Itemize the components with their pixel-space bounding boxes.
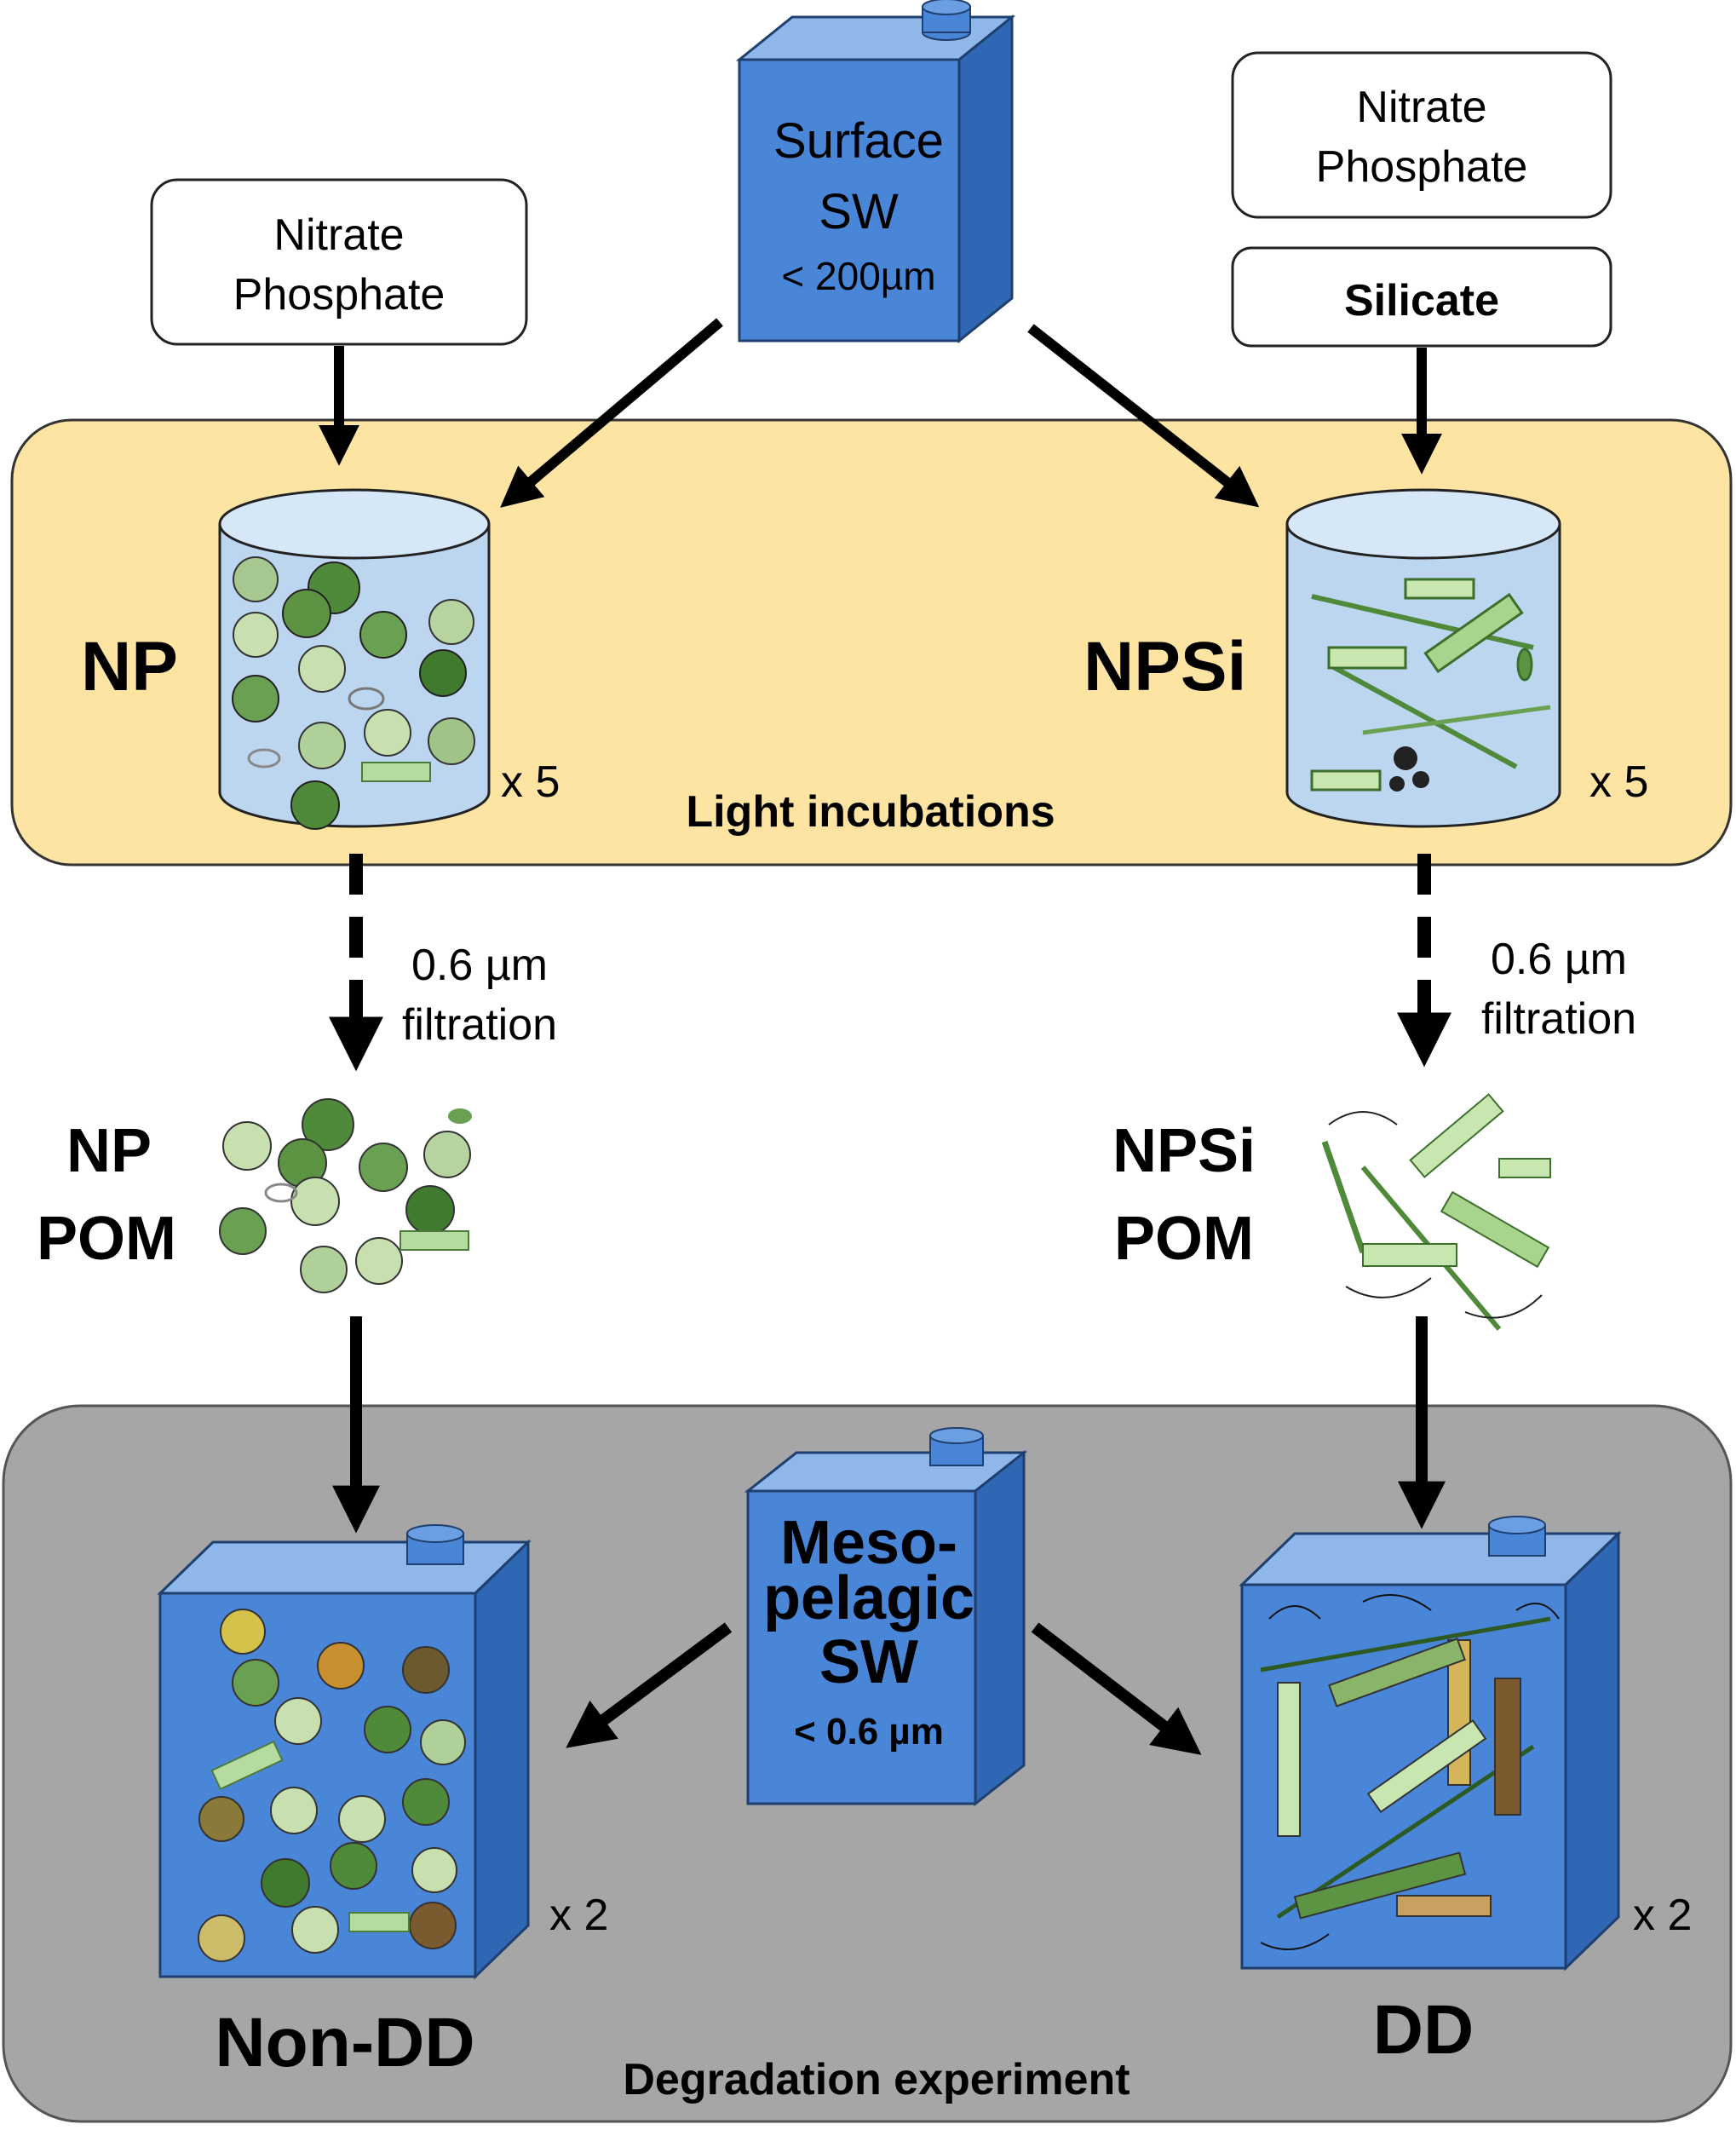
mesopelagic-sw-tank: Meso- pelagic SW < 0.6 µm xyxy=(744,1427,1028,1807)
np-pom-cluster xyxy=(219,1098,472,1293)
meso-line2: pelagic xyxy=(763,1564,974,1632)
meso-line3: SW xyxy=(819,1628,918,1696)
np-replicates: x 5 xyxy=(501,757,560,807)
nutrient-left-line1: Nitrate xyxy=(273,210,404,260)
filtration-left-line1: 0.6 µm xyxy=(411,941,548,990)
non-dd-cells xyxy=(198,1609,466,1962)
np-label: NP xyxy=(81,628,178,705)
npsi-pom-line2: POM xyxy=(1114,1205,1254,1273)
np-pom-line2: POM xyxy=(37,1205,176,1273)
arrows-bottom xyxy=(332,1316,1446,1755)
dd-replicates: x 2 xyxy=(1633,1891,1692,1940)
nutrient-right-line1: Nitrate xyxy=(1356,83,1486,132)
arrows-top xyxy=(319,318,1442,508)
meso-line1: Meso- xyxy=(780,1509,957,1577)
non-dd-tank xyxy=(157,1524,532,1980)
light-incubations-caption: Light incubations xyxy=(686,787,1055,837)
dd-cells xyxy=(1260,1594,1560,1950)
degradation-caption: Degradation experiment xyxy=(623,2055,1130,2104)
filtration-right-line2: filtration xyxy=(1481,994,1636,1044)
npsi-cylinder xyxy=(1285,488,1561,828)
non-dd-label: Non-DD xyxy=(215,2004,474,2081)
non-dd-replicates: x 2 xyxy=(549,1891,608,1940)
npsi-pom-cluster xyxy=(1321,1093,1551,1331)
dd-label: DD xyxy=(1373,1991,1474,2069)
silicate-box: Silicate xyxy=(1231,246,1612,348)
np-cylinder-cells xyxy=(232,556,475,830)
filtration-arrows xyxy=(329,854,1451,1072)
filtration-left-line2: filtration xyxy=(402,1000,557,1050)
surface-line1: Surface xyxy=(773,113,944,169)
npsi-replicates: x 5 xyxy=(1589,757,1648,807)
np-cylinder xyxy=(218,488,491,830)
surface-line3: < 200µm xyxy=(781,254,935,298)
nutrient-box-right: Nitrate Phosphate xyxy=(1231,51,1612,219)
nutrient-right-line2: Phosphate xyxy=(1316,142,1528,192)
nutrient-left-line2: Phosphate xyxy=(233,270,445,320)
filtration-right-line1: 0.6 µm xyxy=(1491,935,1627,984)
npsi-label: NPSi xyxy=(1084,628,1246,705)
nutrient-box-left: Nitrate Phosphate xyxy=(150,178,528,346)
npsi-cylinder-cells xyxy=(1310,578,1551,792)
silicate-label: Silicate xyxy=(1344,276,1499,325)
dd-tank xyxy=(1239,1516,1622,1972)
npsi-pom-line1: NPSi xyxy=(1112,1117,1256,1185)
surface-line2: SW xyxy=(819,184,899,239)
surface-sw-tank: Surface SW < 200µm xyxy=(735,0,1016,344)
np-pom-line1: NP xyxy=(66,1117,152,1185)
meso-line4: < 0.6 µm xyxy=(794,1711,944,1753)
